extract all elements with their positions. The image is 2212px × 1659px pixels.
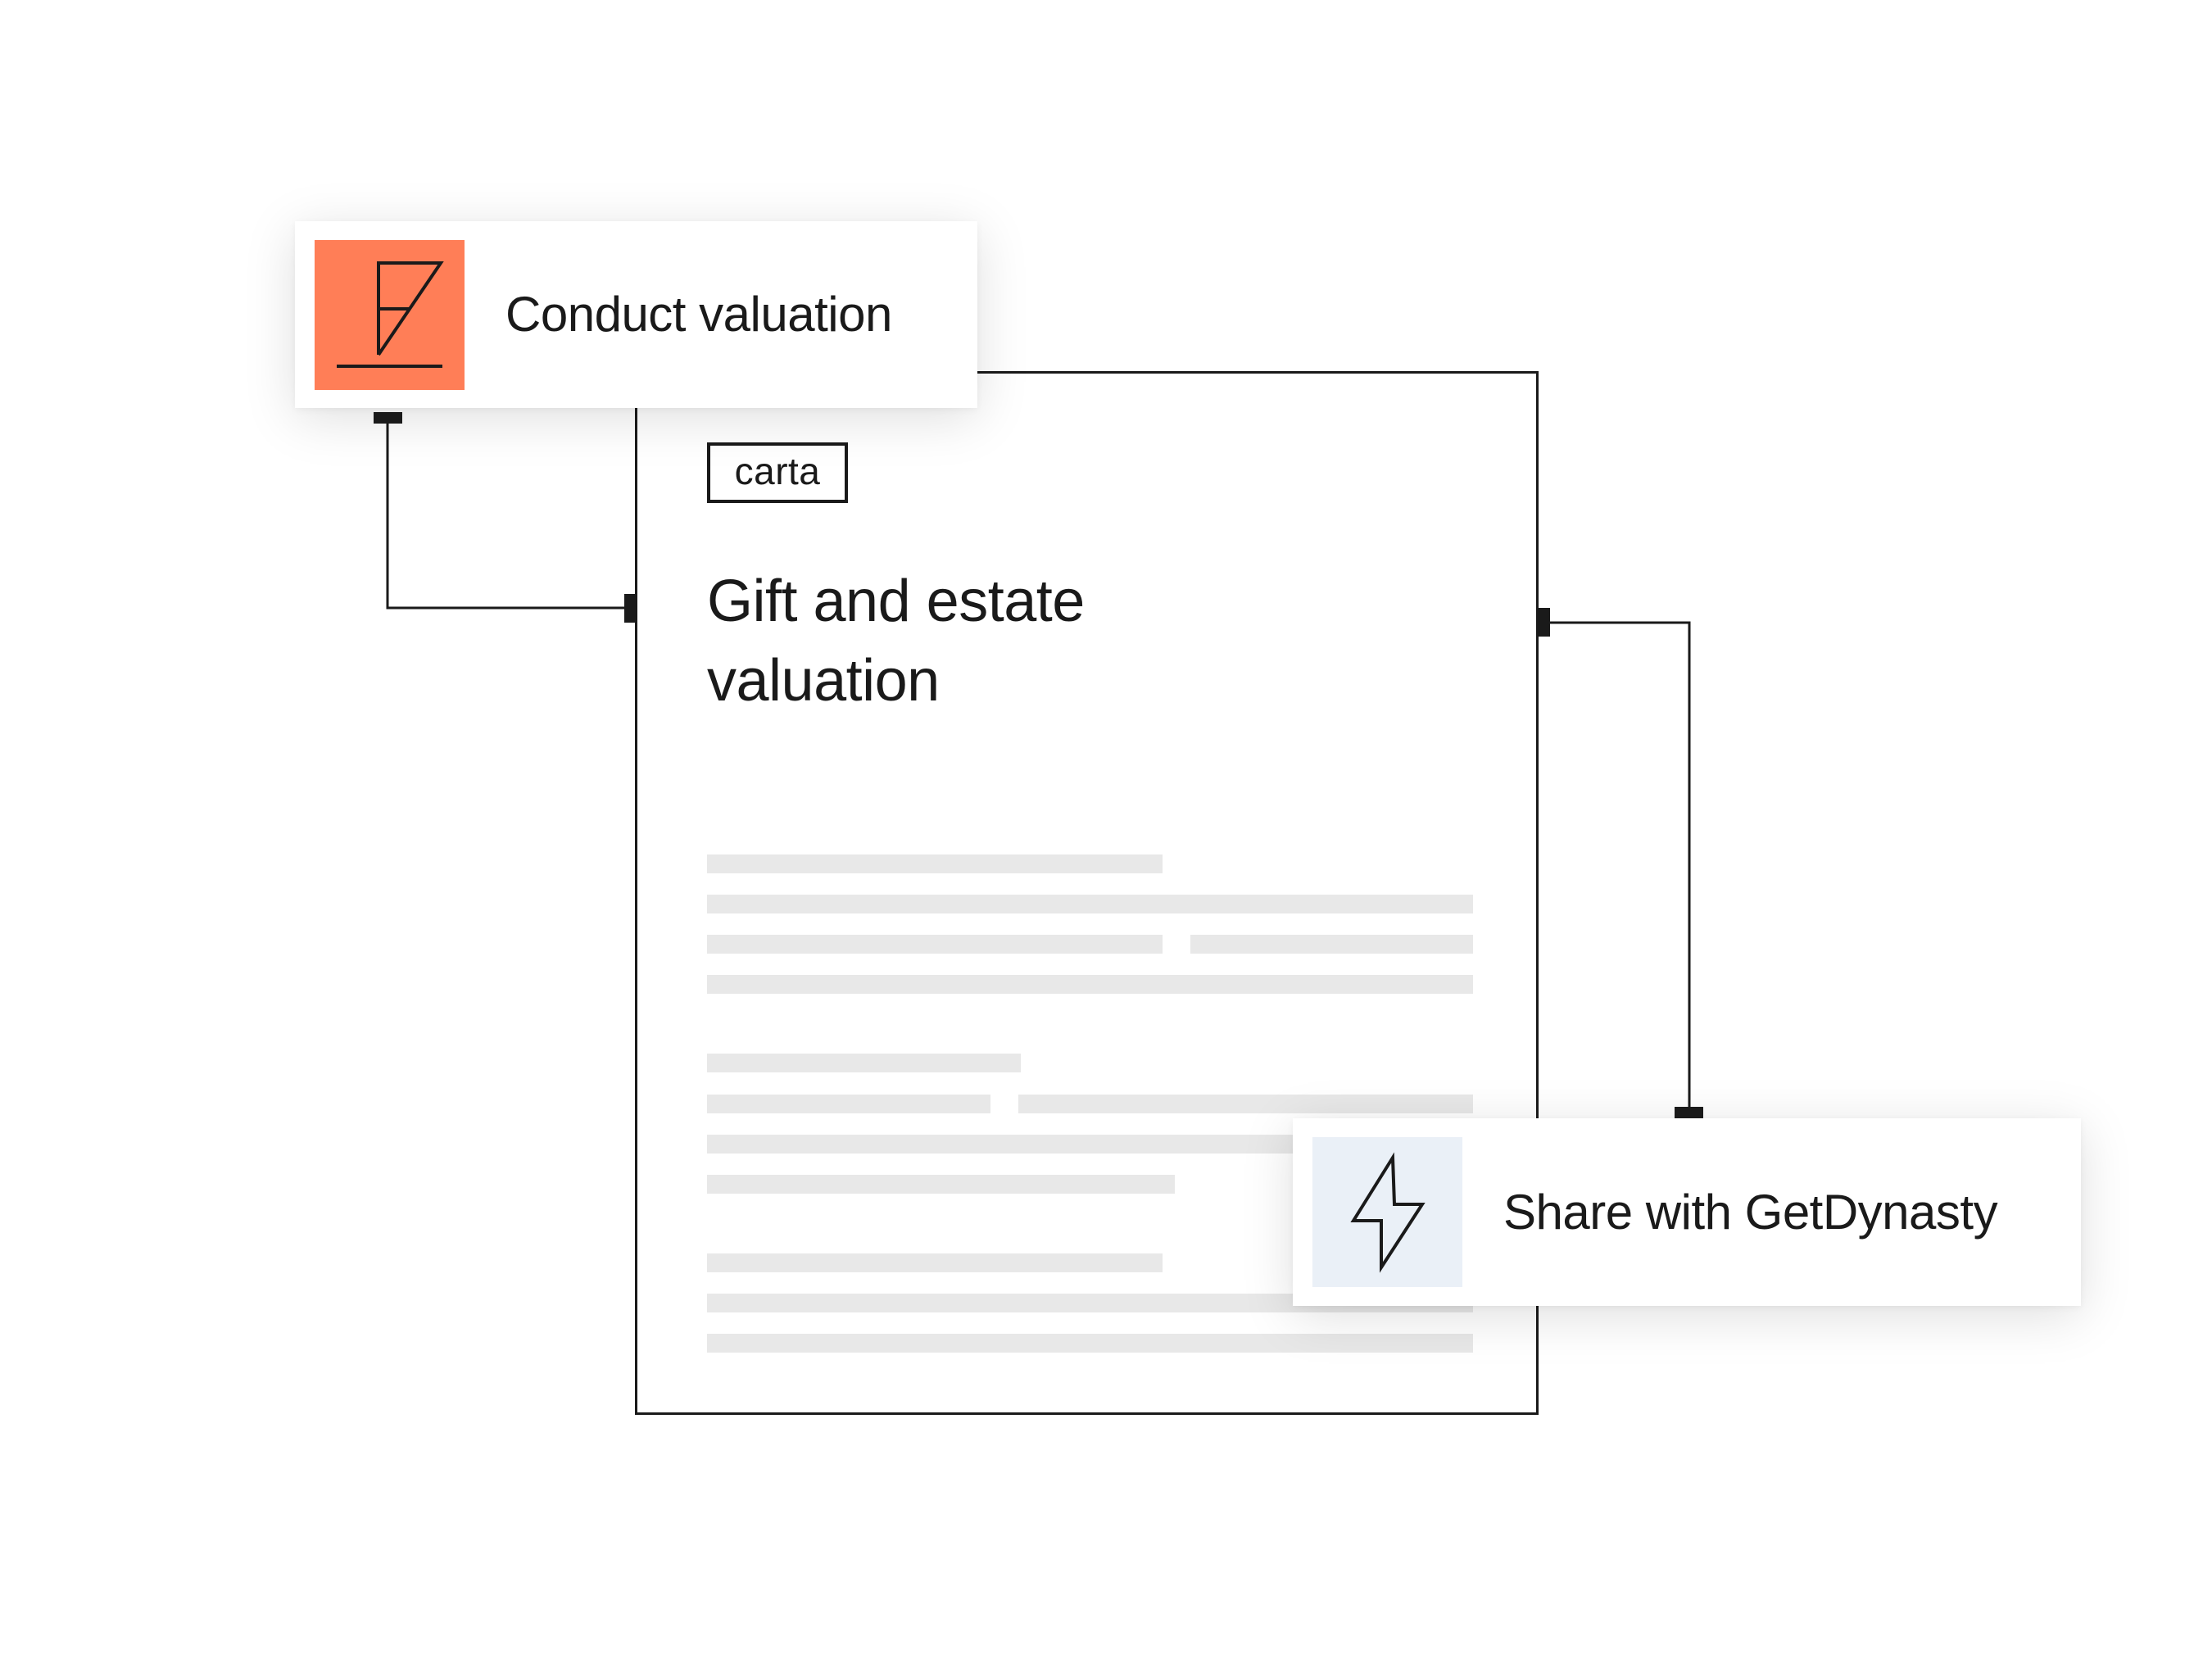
carta-logo: carta	[707, 442, 848, 503]
placeholder-text-line	[707, 975, 1473, 994]
connector-handle	[374, 412, 402, 424]
lightning-bolt-icon	[1312, 1137, 1462, 1287]
connector-valuation-to-document	[386, 418, 636, 610]
placeholder-text-line	[707, 1175, 1175, 1194]
valuation-icon	[315, 239, 465, 390]
connector-handle	[624, 594, 636, 623]
placeholder-text-line	[1018, 1095, 1473, 1113]
placeholder-text-line	[707, 1135, 1473, 1154]
valuation-document: carta Gift and estate valuation	[635, 371, 1539, 1415]
placeholder-text-line	[707, 1253, 1163, 1272]
placeholder-text-line	[707, 854, 1163, 873]
share-with-getdynasty-card[interactable]: Share with GetDynasty	[1293, 1118, 2081, 1306]
connector-handle	[1675, 1107, 1703, 1118]
placeholder-text-line	[1190, 935, 1473, 954]
placeholder-text-line	[707, 1095, 990, 1113]
document-title: Gift and estate valuation	[707, 562, 1281, 721]
placeholder-text-line	[707, 1054, 1021, 1072]
placeholder-text-line	[707, 895, 1473, 913]
document-title-line-2: valuation	[707, 648, 940, 714]
placeholder-text-line	[707, 1334, 1473, 1353]
connector-handle	[1539, 608, 1550, 637]
conduct-valuation-label: Conduct valuation	[505, 287, 892, 342]
document-title-line-1: Gift and estate	[707, 569, 1085, 634]
share-with-getdynasty-label: Share with GetDynasty	[1503, 1184, 1998, 1240]
placeholder-text-line	[707, 935, 1163, 954]
connector-document-to-share	[1539, 621, 1691, 1114]
placeholder-text-line	[707, 1294, 1473, 1312]
conduct-valuation-card[interactable]: Conduct valuation	[295, 221, 977, 408]
